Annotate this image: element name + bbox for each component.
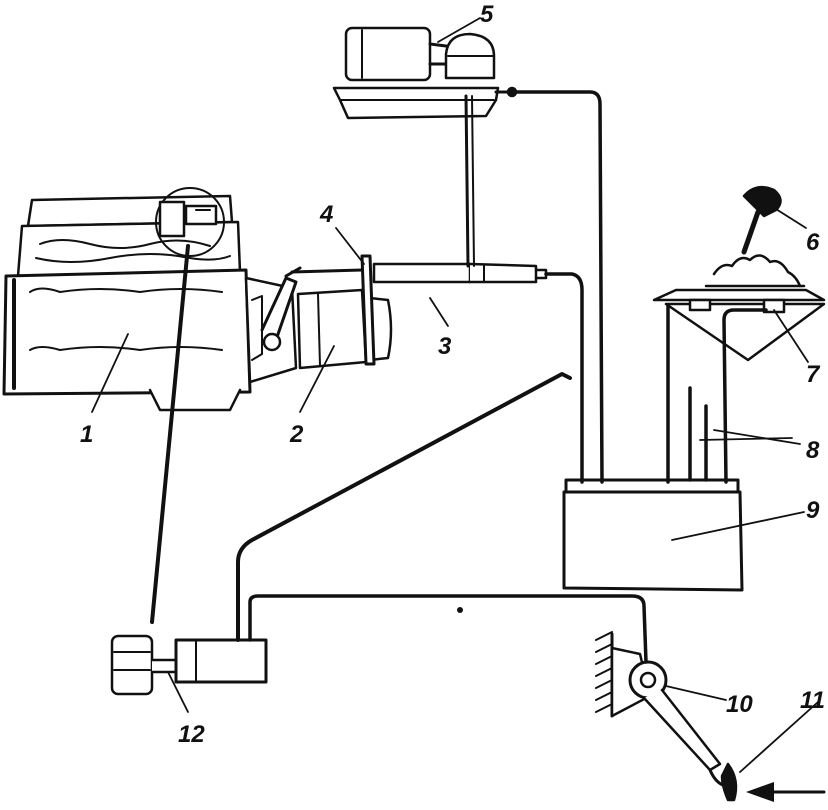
callout-1: 1 bbox=[80, 421, 93, 448]
callout-2: 2 bbox=[289, 421, 304, 448]
speed-sensor-unit bbox=[110, 634, 268, 696]
gear-shifter bbox=[652, 185, 826, 362]
callout-labels: 1 2 3 4 5 6 7 8 9 10 11 12 bbox=[80, 1, 825, 748]
callout-5: 5 bbox=[480, 1, 494, 28]
leader-lines bbox=[91, 17, 819, 773]
callout-12: 12 bbox=[178, 721, 205, 748]
engine-block bbox=[2, 194, 298, 412]
force-arrow bbox=[746, 782, 826, 802]
actuator-cylinder bbox=[290, 262, 548, 284]
clutch-pedal bbox=[595, 631, 738, 802]
callout-9: 9 bbox=[806, 497, 820, 524]
callout-11: 11 bbox=[800, 687, 825, 714]
callout-8: 8 bbox=[806, 437, 820, 464]
hydraulic-lines bbox=[150, 90, 768, 664]
callout-7: 7 bbox=[806, 361, 821, 388]
callout-3: 3 bbox=[438, 333, 452, 360]
scan-speck bbox=[457, 607, 463, 613]
pump-unit bbox=[332, 26, 518, 120]
callout-6: 6 bbox=[806, 229, 820, 256]
clutch-assembly bbox=[260, 254, 393, 370]
callout-4: 4 bbox=[319, 201, 333, 228]
engine-sensor bbox=[155, 187, 225, 257]
callout-10: 10 bbox=[726, 691, 753, 718]
control-unit bbox=[562, 478, 744, 592]
